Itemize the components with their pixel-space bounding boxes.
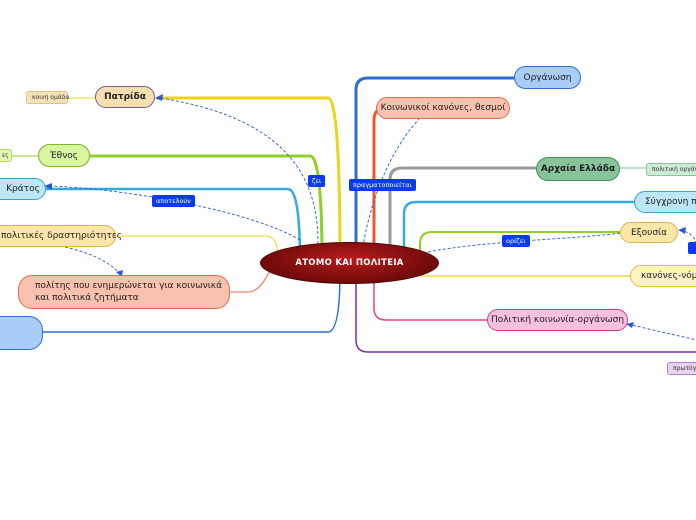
relation-apoteloun — [47, 185, 301, 241]
node-archaia-ellada[interactable]: Αρχαία Ελλάδα — [536, 157, 620, 181]
node-sygxroni[interactable]: Σύγχρονη πο — [634, 191, 696, 213]
relation-politiki — [627, 323, 696, 341]
link-protogon — [355, 270, 696, 353]
link-politikes — [116, 235, 279, 259]
node-politiki-koinonia[interactable]: Πολιτική κοινωνία-οργάνωση — [487, 309, 628, 331]
link-organosi — [354, 76, 514, 262]
node-politikes-drastiriotites[interactable]: πολιτικές δραστηριότητες — [0, 225, 122, 247]
link-polites — [230, 269, 271, 293]
relation-label-apoteloun[interactable]: αποτελούν — [152, 195, 195, 207]
relation-label-zei[interactable]: ζει — [308, 175, 326, 187]
relation-orizei — [427, 231, 631, 253]
node-kanones-thesmoi[interactable]: Κοινωνικοί κανόνες, θεσμοί — [376, 97, 510, 119]
node-kratos[interactable]: Κράτος — [0, 178, 46, 200]
tag-protogon[interactable]: πρωτόγον — [667, 362, 696, 375]
link-sygxroni — [402, 200, 634, 262]
tag-politiki-organosi[interactable]: πολιτική οργάνωση — [646, 163, 696, 176]
link-politiki — [373, 270, 488, 321]
link-exousia — [419, 231, 620, 260]
node-bottom-blue[interactable] — [0, 316, 43, 350]
link-patrida — [156, 96, 348, 264]
relation-pragmatopoieitai — [361, 117, 421, 253]
node-exousia[interactable]: Εξουσία — [620, 222, 678, 243]
node-organosi[interactable]: Οργάνωση — [514, 66, 581, 89]
link-kanones-nomoi — [419, 270, 630, 277]
relation-label-orizei[interactable]: ορίζει — [502, 235, 530, 247]
node-patrida[interactable]: Πατρίδα — [95, 86, 155, 108]
relation-zei — [159, 97, 319, 245]
central-topic[interactable]: ΑΤΟΜΟ ΚΑΙ ΠΟΛΙΤΕΙΑ — [260, 242, 439, 284]
tag-koini-omada[interactable]: κοινή ομάδα — [26, 91, 69, 104]
relation-politikes-polites — [59, 245, 121, 275]
node-ethnos[interactable]: Έθνος — [38, 144, 90, 167]
node-polites-enimeronetai[interactable]: πολίτης που ενημερώνεται για κοινωνικά κ… — [18, 275, 230, 309]
relation-label-pragmatopoieitai[interactable]: πραγματοποιείται — [349, 179, 416, 191]
tag-ethnos[interactable]: ες — [0, 149, 12, 162]
node-kanones-nomoi[interactable]: κανόνες-νόμο — [630, 265, 696, 287]
link-label-clipped[interactable] — [688, 242, 696, 254]
